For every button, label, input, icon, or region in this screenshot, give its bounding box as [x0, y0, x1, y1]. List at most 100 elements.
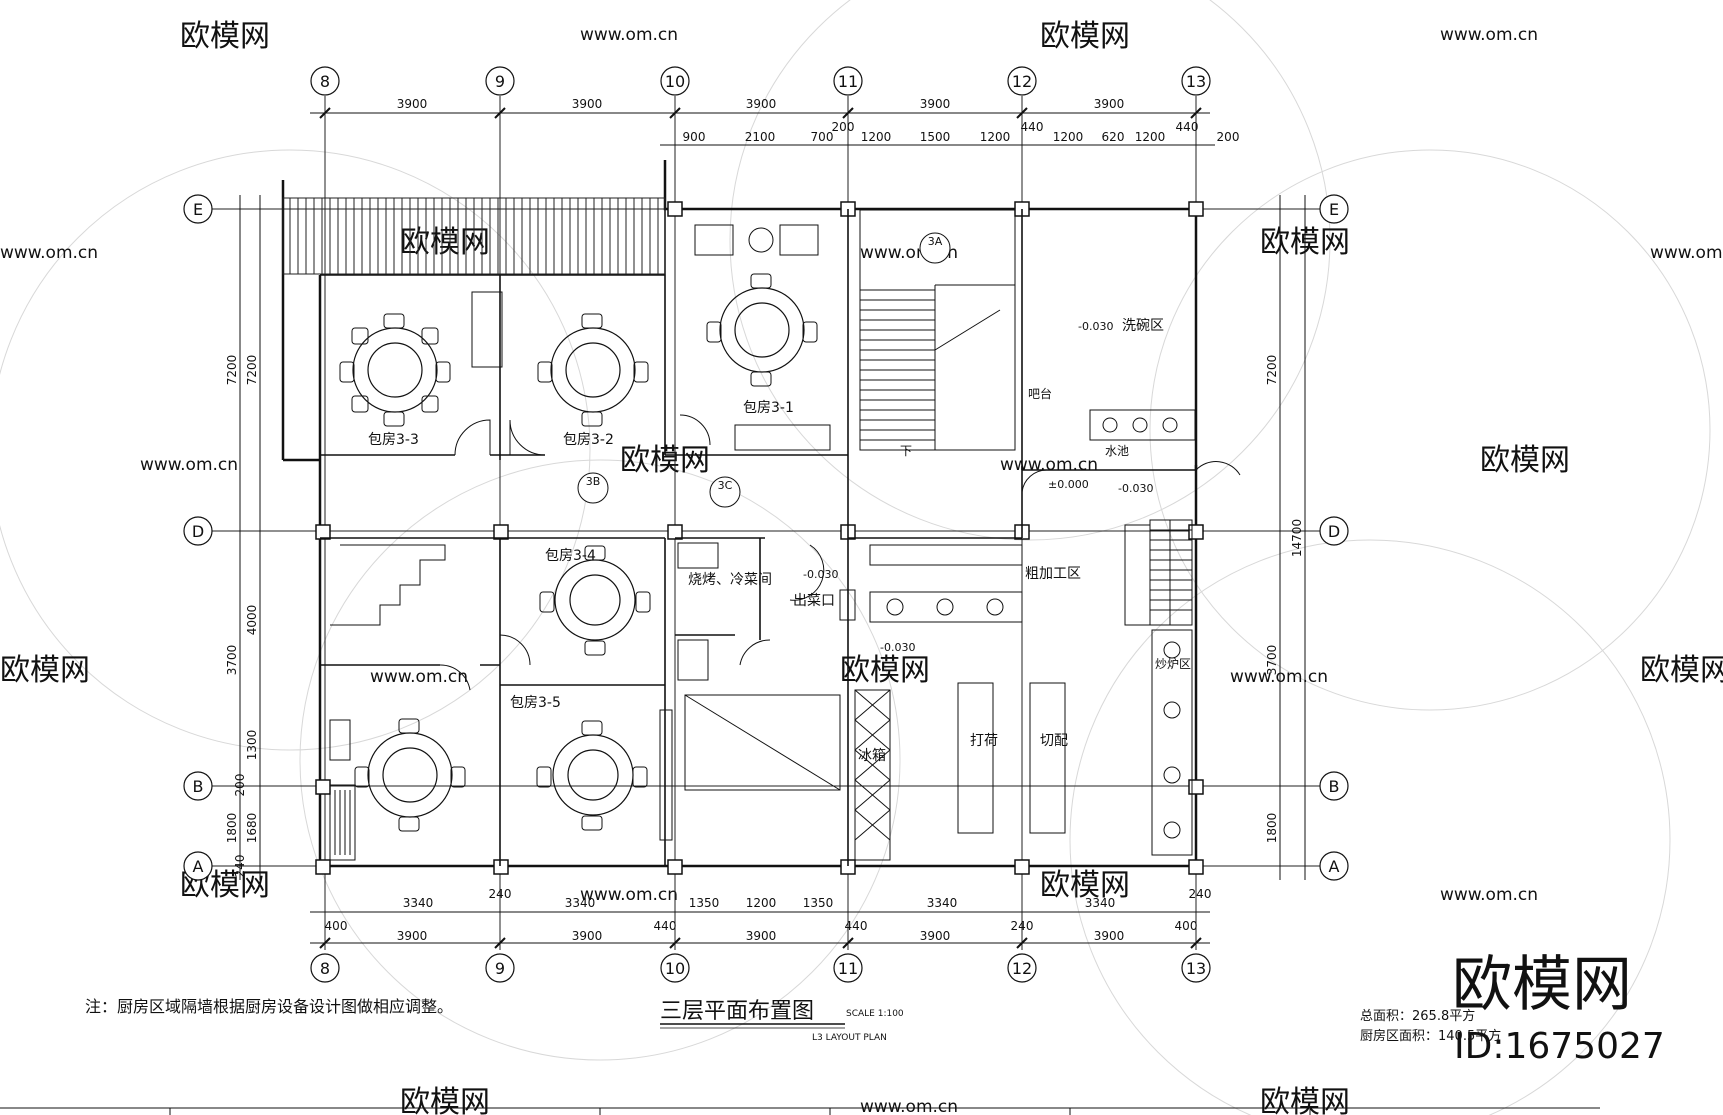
brand-logo-text: 欧模网 — [1452, 950, 1632, 1020]
axis-label-row: D — [1328, 522, 1340, 541]
dim-right: 7200 — [1265, 355, 1279, 386]
marker-label: 3C — [718, 479, 733, 492]
dim-bottom-sub: 240 — [1189, 887, 1212, 901]
drawing-note: 注：厨房区域隔墙根据厨房设备设计图做相应调整。 — [85, 997, 453, 1016]
drawing-subtitle-en: L3 LAYOUT PLAN — [812, 1033, 887, 1043]
watermark-url: www.om.cn — [1000, 455, 1098, 475]
room-label-sink: 水池 — [1105, 444, 1129, 458]
dim-bottom-sub: 3340 — [927, 896, 958, 910]
area-total: 总面积：265.8平方 — [1360, 1008, 1475, 1024]
watermark-brand: 欧模网 — [840, 653, 930, 688]
watermark-brand: 欧模网 — [1040, 868, 1130, 903]
dim-left: 3700 — [225, 645, 239, 676]
axis-label-col: 8 — [320, 959, 330, 978]
axis-label-row: E — [193, 200, 203, 219]
dim-right: 1800 — [1265, 813, 1279, 844]
watermark-brand: 欧模网 — [400, 225, 490, 260]
drawing-scale: SCALE 1:100 — [846, 1009, 904, 1019]
dim-bottom: 3900 — [1094, 929, 1125, 943]
stair-down-label: 下 — [900, 444, 912, 458]
dim-left: 4000 — [245, 605, 259, 636]
dimension-texts-bottom: 3340 240 3340 1350 1200 1350 3340 3340 2… — [325, 887, 1212, 943]
dim-top-sub: 1500 — [920, 130, 951, 144]
watermark-brand: 欧模网 — [0, 653, 90, 688]
axis-label-row: E — [1329, 200, 1339, 219]
watermark-brand: 欧模网 — [1260, 1085, 1350, 1115]
exterior-walls — [281, 160, 1198, 868]
watermark-brand: 欧模网 — [1040, 19, 1130, 54]
stairs-main — [859, 209, 1016, 451]
watermark-brand: 欧模网 — [1640, 653, 1723, 688]
dim-left: 240 — [233, 855, 247, 878]
room-label-counter1: 打荷 — [970, 732, 998, 749]
room-label-prep: 粗加工区 — [1025, 566, 1081, 582]
kitchen-fixtures — [329, 224, 1196, 861]
marker-label: 3B — [586, 475, 601, 488]
room-label-3-5: 包房3-5 — [510, 695, 561, 711]
axis-label-row: A — [193, 857, 204, 876]
watermark-url: www.om.cn — [1440, 885, 1538, 905]
dim-left: 1300 — [245, 730, 259, 761]
axis-label-row: B — [1329, 777, 1340, 796]
dim-top-sub: 1200 — [980, 130, 1011, 144]
axis-label-row: B — [193, 777, 204, 796]
dimension-texts-top: 3900 3900 3900 3900 3900 900 2100 700 20… — [397, 97, 1240, 144]
dim-bottom: 440 — [654, 919, 677, 933]
room-label-3-3: 包房3-3 — [368, 432, 419, 448]
dim-bottom: 3900 — [572, 929, 603, 943]
area-kitchen: 厨房区面积：140.5平方 — [1360, 1028, 1501, 1044]
level-mark: -0.030 — [803, 568, 838, 581]
watermark-url: www.om.cn — [140, 455, 238, 475]
dim-left: 1680 — [245, 813, 259, 844]
dim-top-sub: 200 — [1217, 130, 1240, 144]
axis-label-col: 10 — [665, 959, 685, 978]
room-label-3-1: 包房3-1 — [743, 400, 794, 416]
watermark-brand: 欧模网 — [1480, 443, 1570, 478]
dim-top-sub: 700 — [811, 130, 834, 144]
axis-label-col: 12 — [1012, 959, 1032, 978]
room-label-cook: 炒炉区 — [1155, 657, 1191, 671]
dim-top-sub: 900 — [683, 130, 706, 144]
room-label-3-2: 包房3-2 — [563, 432, 614, 448]
dim-bottom: 3900 — [397, 929, 428, 943]
dim-top-sub: 440 — [1176, 120, 1199, 134]
dim-bottom: 3900 — [746, 929, 777, 943]
dim-bottom: 400 — [1175, 919, 1198, 933]
dimension-texts-side: 7200 7200 4000 3700 1300 200 1800 1680 2… — [225, 355, 1304, 878]
watermark-url: www.om.cn — [1230, 667, 1328, 687]
axis-label-col: 13 — [1186, 72, 1206, 91]
room-label-bar: 吧台 — [1028, 386, 1052, 401]
dim-top-sub: 620 — [1102, 130, 1125, 144]
room-label-bbq: 烧烤、冷菜间 — [688, 572, 772, 588]
axis-labels: 8 9 10 11 12 13 8 9 10 11 12 13 E D B A … — [192, 72, 1340, 978]
room-label-3-4: 包房3-4 — [545, 548, 596, 564]
dim-left: 1800 — [225, 813, 239, 844]
watermark-url: www.om.cn — [1650, 243, 1723, 263]
dim-top: 3900 — [572, 97, 603, 111]
dim-right: 3700 — [1265, 645, 1279, 676]
dim-top-sub: 1200 — [861, 130, 892, 144]
dim-top: 3900 — [746, 97, 777, 111]
dim-bottom-sub: 1200 — [746, 896, 777, 910]
axis-label-col: 9 — [495, 72, 505, 91]
level-marks: -0.030 ±0.000 -0.030 -0.030 -0.030 — [803, 320, 1153, 654]
dim-bottom-sub: 3340 — [565, 896, 596, 910]
stairs-left — [330, 544, 446, 626]
watermark-url: www.om.cn — [860, 1097, 958, 1115]
axis-label-col: 13 — [1186, 959, 1206, 978]
axis-label-col: 11 — [838, 72, 858, 91]
section-marker-labels: 3A 3B 3C — [586, 235, 943, 492]
dim-bottom-sub: 3340 — [403, 896, 434, 910]
dim-top: 3900 — [397, 97, 428, 111]
dim-bottom-sub: 1350 — [689, 896, 720, 910]
dim-top-sub: 1200 — [1135, 130, 1166, 144]
dim-bottom: 240 — [1011, 919, 1034, 933]
dim-top: 3900 — [1094, 97, 1125, 111]
chairs — [339, 273, 818, 832]
watermark-brand: 欧模网 — [400, 1085, 490, 1115]
dim-right: 14700 — [1290, 519, 1304, 557]
axis-label-col: 8 — [320, 72, 330, 91]
level-mark: ±0.000 — [1048, 478, 1089, 491]
